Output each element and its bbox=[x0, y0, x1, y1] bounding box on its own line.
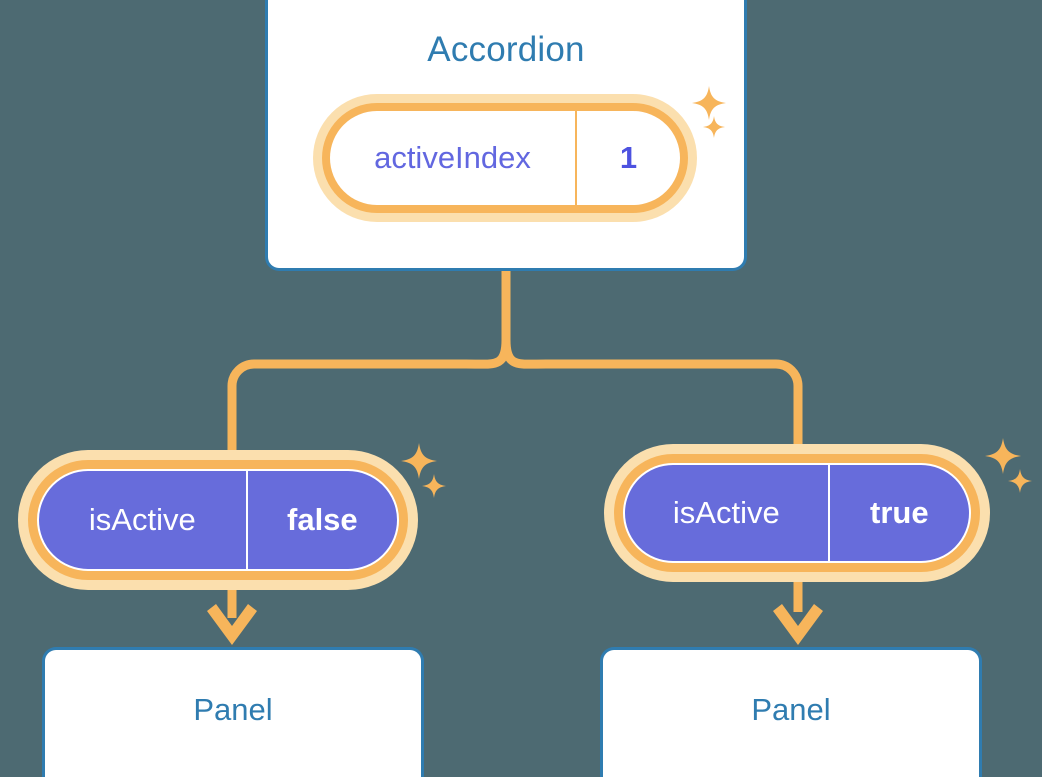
prop-badge-key: isActive bbox=[672, 495, 780, 530]
prop-badge-value: 1 bbox=[619, 140, 638, 175]
prop-badge-body: isActive false bbox=[37, 469, 399, 571]
panel-card-label: Panel bbox=[751, 692, 831, 727]
accordion-card-title: Accordion bbox=[427, 30, 585, 69]
panel-card-label: Panel bbox=[193, 692, 273, 727]
prop-badge-value: true bbox=[870, 495, 929, 530]
prop-badge-key: activeIndex bbox=[374, 140, 531, 175]
sparkle-icon bbox=[1008, 469, 1032, 493]
sparkle-icon bbox=[401, 443, 437, 479]
prop-badge-body: isActive true bbox=[623, 463, 971, 563]
connector-junction-left bbox=[465, 339, 511, 369]
prop-badge-isactive-false[interactable]: isActive false bbox=[18, 450, 418, 590]
prop-badge-divider bbox=[575, 111, 577, 205]
arrowhead-left-panel bbox=[207, 604, 257, 645]
prop-badge-value: false bbox=[287, 502, 358, 537]
connector-branch-right bbox=[546, 359, 803, 456]
prop-badge-divider bbox=[245, 471, 248, 569]
connector-branch-left bbox=[227, 359, 466, 462]
connector-junction-right bbox=[501, 339, 547, 369]
sparkle-icon bbox=[422, 474, 446, 498]
panel-card-left[interactable]: Panel bbox=[42, 647, 424, 777]
prop-badge-key: isActive bbox=[88, 502, 196, 537]
prop-badge-body: activeIndex 1 bbox=[330, 111, 680, 205]
arrowhead-right-panel bbox=[773, 604, 823, 645]
prop-badge-isactive-true[interactable]: isActive true bbox=[604, 444, 990, 582]
prop-badge-activeindex[interactable]: activeIndex 1 bbox=[313, 94, 697, 222]
sparkle-icon bbox=[985, 438, 1021, 474]
prop-badge-divider bbox=[827, 465, 830, 561]
panel-card-right[interactable]: Panel bbox=[600, 647, 982, 777]
